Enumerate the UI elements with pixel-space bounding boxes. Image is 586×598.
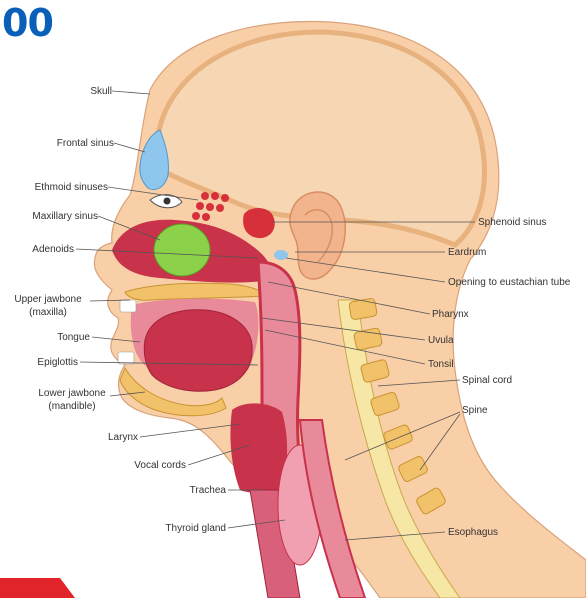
label-sphenoid-sinus: Sphenoid sinus — [478, 217, 546, 228]
label-tonsil: Tonsil — [428, 359, 454, 370]
label-frontal-sinus: Frontal sinus — [57, 138, 114, 149]
label-ethmoid-sinuses: Ethmoid sinuses — [35, 182, 108, 193]
label-maxillary-sinus: Maxillary sinus — [32, 211, 98, 222]
maxillary-sinus — [154, 224, 210, 276]
label-eardrum: Eardrum — [448, 247, 486, 258]
label-larynx: Larynx — [108, 432, 138, 443]
footer-accent — [0, 578, 75, 598]
label-lower-jawbone-sub: (mandible) — [48, 401, 95, 412]
label-adenoids: Adenoids — [32, 244, 74, 255]
label-lower-jawbone: Lower jawbone — [38, 388, 106, 399]
label-spine: Spine — [462, 405, 488, 416]
lower-teeth — [118, 352, 134, 364]
label-vocal-cords: Vocal cords — [134, 460, 186, 471]
label-esophagus: Esophagus — [448, 527, 498, 538]
label-tongue: Tongue — [57, 332, 90, 343]
eustachian-opening — [274, 250, 288, 260]
label-trachea: Trachea — [190, 485, 227, 496]
label-eustachian-tube: Opening to eustachian tube — [448, 277, 571, 288]
eye-pupil — [164, 198, 171, 205]
label-uvula: Uvula — [428, 335, 454, 346]
label-upper-jawbone-sub: (maxilla) — [29, 307, 67, 318]
label-upper-jawbone: Upper jawbone — [14, 294, 82, 305]
label-epiglottis: Epiglottis — [37, 357, 78, 368]
label-spinal-cord: Spinal cord — [462, 375, 512, 386]
label-thyroid-gland: Thyroid gland — [165, 523, 226, 534]
label-skull: Skull — [90, 86, 112, 97]
upper-teeth — [120, 300, 136, 312]
tongue — [144, 310, 252, 391]
label-pharynx: Pharynx — [432, 309, 469, 320]
